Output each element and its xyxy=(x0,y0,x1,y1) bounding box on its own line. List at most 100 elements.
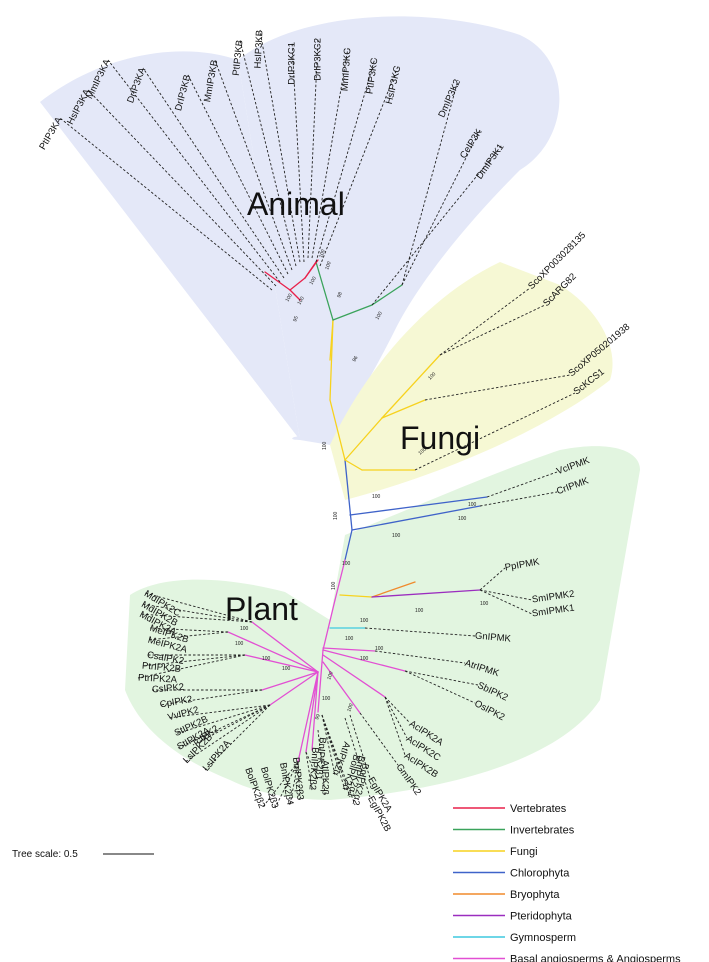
leaf-leader-line xyxy=(167,704,271,719)
tree-branch xyxy=(251,621,319,673)
plant-clade-shading-left xyxy=(125,579,330,800)
leaf-leader-line xyxy=(297,761,301,801)
leaf-leader-line xyxy=(311,47,349,259)
bootstrap-value: 100 xyxy=(375,646,384,652)
leaf-leader-line xyxy=(486,471,558,498)
leaf-leader-line xyxy=(107,59,281,283)
tree-branch xyxy=(371,589,481,598)
leaf-leader-line xyxy=(144,592,253,623)
leaf-leader-line xyxy=(439,304,546,356)
bootstrap-value: 100 xyxy=(392,533,401,539)
leaf-leader-line xyxy=(321,714,356,806)
tree-branch xyxy=(381,354,441,419)
leaf-leader-line xyxy=(305,751,313,791)
tree-branch xyxy=(264,271,291,291)
bootstrap-value: 100 xyxy=(262,656,271,662)
bootstrap-value: 100 xyxy=(345,636,354,642)
leaf-leader-line xyxy=(142,67,285,279)
leaf-label-animal: PtIP3KC xyxy=(364,57,380,95)
bootstrap-value: 100 xyxy=(458,516,467,522)
leaf-leader-line xyxy=(141,654,246,667)
leaf-leader-line xyxy=(321,714,346,791)
leaf-label-animal: PtIP3KA xyxy=(37,115,65,152)
tree-branch xyxy=(244,654,319,673)
leaf-leader-line xyxy=(214,59,293,271)
leaf-label-plant_bottom: BnIPK2β3 xyxy=(290,757,305,801)
clade-label-animal: Animal xyxy=(247,186,345,222)
legend-label: Pteridophyta xyxy=(510,911,573,923)
legend-label: Gymnosperm xyxy=(510,932,576,944)
bootstrap-value: 100 xyxy=(285,293,294,303)
tree-branch xyxy=(289,289,301,301)
tree-branch xyxy=(371,581,416,598)
bootstrap-value: 100 xyxy=(415,608,424,614)
tree-branch xyxy=(322,661,361,714)
tree-branch xyxy=(351,505,481,531)
tree-branch xyxy=(261,671,319,691)
tree-branch xyxy=(297,671,319,763)
bootstrap-value: 100 xyxy=(375,311,384,321)
tree-branch xyxy=(344,529,353,561)
bootstrap-value: 100 xyxy=(309,276,318,286)
tree-branch xyxy=(344,417,383,461)
bootstrap-value: 100 xyxy=(297,296,306,306)
tree-branch xyxy=(322,649,406,672)
legend-label: Bryophyta xyxy=(510,889,560,901)
leaf-label-plant_left: PtrIPK2A xyxy=(138,673,178,686)
leaf-label-animal: DrIP3KC1 xyxy=(287,42,298,85)
leaf-leader-line xyxy=(374,650,466,664)
bootstrap-value: 100 xyxy=(318,249,327,259)
tree-branch xyxy=(289,277,306,291)
bootstrap-value: 100 xyxy=(324,261,333,271)
tree-branch xyxy=(269,671,319,706)
leaf-leader-line xyxy=(291,41,305,263)
leaf-leader-line xyxy=(204,704,271,771)
leaf-leader-line xyxy=(239,39,297,267)
leaf-leader-line xyxy=(177,704,271,749)
tree-branch xyxy=(381,399,426,419)
leaf-label-plant_bottom: BnIPK2β1 xyxy=(313,737,328,781)
leaf-leader-line xyxy=(364,627,476,637)
legend: VertebratesInvertebratesFungiChlorophyta… xyxy=(453,803,681,962)
leaf-leader-line xyxy=(479,589,533,615)
leaf-leader-line xyxy=(139,613,253,623)
legend-label: Fungi xyxy=(510,846,538,858)
leaf-leader-line xyxy=(289,761,299,806)
leaf-leader-line xyxy=(259,29,301,263)
bootstrap-value: 100 xyxy=(240,626,249,632)
fungi-clade-shading xyxy=(330,262,613,500)
tree-branch xyxy=(334,559,346,601)
leaf-leader-line xyxy=(424,374,571,401)
plant-clade-shading-right xyxy=(330,446,640,800)
bootstrap-value: 100 xyxy=(331,581,337,590)
tree-branch xyxy=(332,304,373,321)
leaf-leader-line xyxy=(261,761,299,809)
leaf-leader-line xyxy=(344,717,371,798)
legend-label: Invertebrates xyxy=(510,825,575,837)
leaf-leader-line xyxy=(141,603,253,623)
leaf-leader-line xyxy=(479,567,506,591)
leaf-label-animal: HsIP3KB xyxy=(253,30,266,69)
bootstrap-value: 100 xyxy=(322,441,328,450)
tree-branch xyxy=(315,261,334,321)
leaf-leader-line xyxy=(404,670,476,704)
tree-branch xyxy=(227,631,319,673)
bootstrap-value: 98 xyxy=(336,291,344,298)
leaf-leader-line xyxy=(149,627,229,633)
leaf-label-plant_bottom: AtIPK2β xyxy=(319,760,330,796)
bootstrap-value: 100 xyxy=(417,446,427,456)
leaf-leader-line xyxy=(371,144,503,306)
leaf-leader-line xyxy=(59,117,273,291)
legend-label: Basal angiosperms & Angiosperms xyxy=(510,954,681,962)
leaf-leader-line xyxy=(187,74,289,275)
leaf-leader-line xyxy=(439,287,531,356)
bootstrap-value: 99 xyxy=(314,713,322,720)
tree-branch xyxy=(344,459,363,471)
leaf-label-fungi: ScoXP003028135 xyxy=(526,230,588,292)
leaf-label-plant_left: PtrIPK2B xyxy=(142,661,182,675)
tree-branch xyxy=(339,594,373,598)
leaf-label-plant_left: CsIPK2 xyxy=(152,682,185,696)
tree-branch xyxy=(371,284,403,306)
leaf-leader-line xyxy=(317,729,326,796)
